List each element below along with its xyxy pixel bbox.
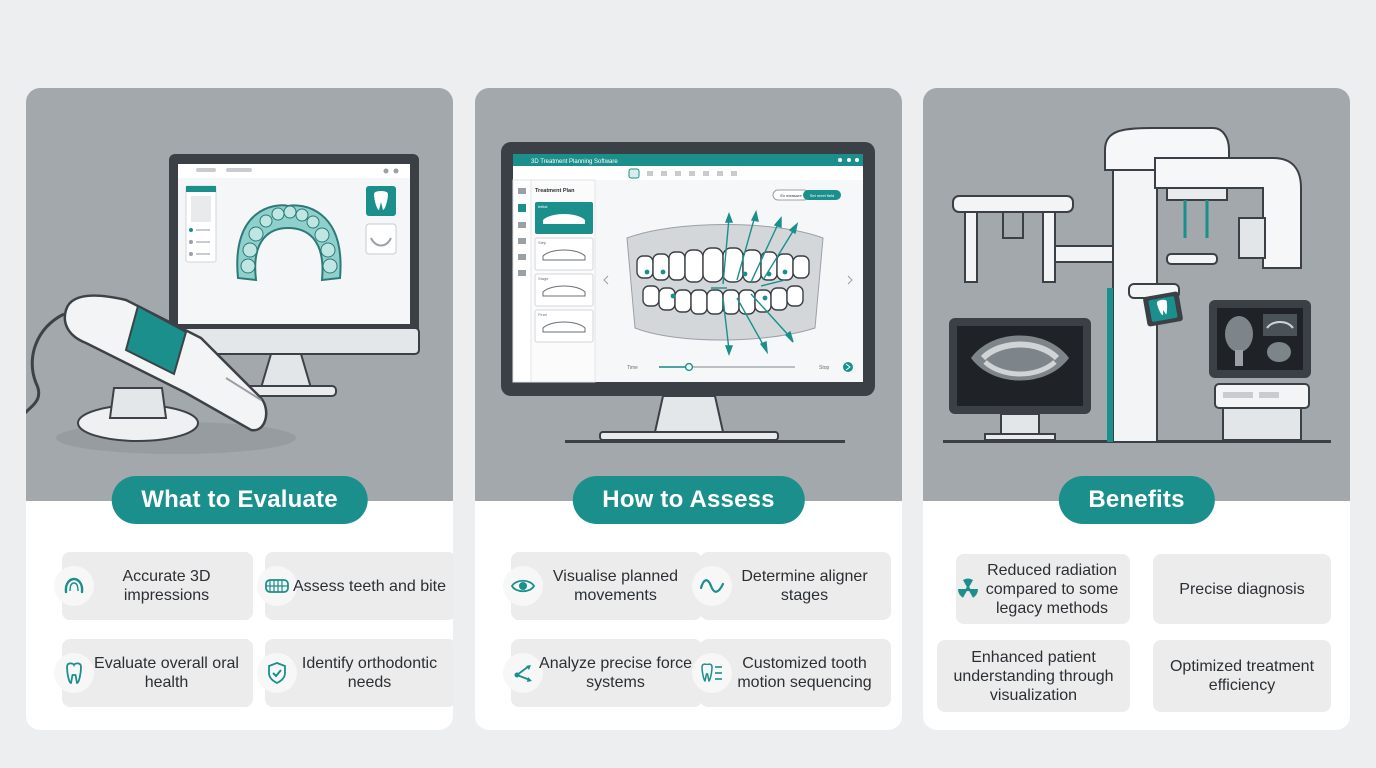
card-customized-tooth-motion: Customized tooth motion sequencing [692,639,891,707]
sidebar-title: Treatment Plan [535,188,575,194]
vector-arrows-icon [503,653,543,693]
card-determine-aligner-stages: Determine aligner stages [692,552,891,620]
card-reduced-radiation: Reduced radiation compared to some legac… [956,554,1130,624]
card-analyze-force-systems: Analyze precise force systems [503,639,702,707]
timeline-start: Time [627,365,638,371]
teeth-row-icon [257,566,297,606]
shield-check-icon [257,653,297,693]
card-identify-orthodontic-needs: Identify orthodontic needs [257,639,453,707]
card-visualise-movements: Visualise planned movements [503,552,702,620]
app-title: 3D Treatment Planning Software [531,159,618,165]
card-optimized-efficiency: Optimized treatment efficiency [1153,640,1331,712]
panel-title: Benefits [1058,476,1215,524]
card-assess-teeth-bite: Assess teeth and bite [257,552,453,620]
timeline-end: Stop [819,365,830,371]
intraoral-scanner-illustration [26,88,453,501]
dental-arch-icon [54,566,94,606]
card-accurate-3d-impressions: Accurate 3D impressions [54,552,253,620]
svg-text:Set meet field: Set meet field [810,193,834,198]
eye-icon [503,566,543,606]
treatment-planning-monitor-illustration: 3D Treatment Planning Software Treatment… [475,88,902,501]
svg-text:Stage: Stage [538,276,549,281]
panel-title: How to Assess [572,476,805,524]
tooth-icon [54,653,94,693]
svg-text:Step: Step [538,240,547,245]
card-evaluate-oral-health: Evaluate overall oral health [54,639,253,707]
svg-text:Final: Final [538,312,547,317]
svg-text:Initial: Initial [538,204,547,209]
svg-text:Ex measure: Ex measure [780,193,802,198]
panel-title: What to Evaluate [111,476,368,524]
radiation-icon [948,569,988,609]
panel-benefits: Benefits Reduced radiation compared to s… [923,88,1350,730]
card-precise-diagnosis: Precise diagnosis [1153,554,1331,624]
wave-icon [692,566,732,606]
tooth-sequence-icon [692,653,732,693]
panel-what-to-evaluate: What to Evaluate Accurate 3D impressions… [26,88,453,730]
cbct-scanner-illustration [923,88,1350,501]
panel-how-to-assess: 3D Treatment Planning Software Treatment… [475,88,902,730]
card-enhanced-understanding: Enhanced patient understanding through v… [937,640,1130,712]
